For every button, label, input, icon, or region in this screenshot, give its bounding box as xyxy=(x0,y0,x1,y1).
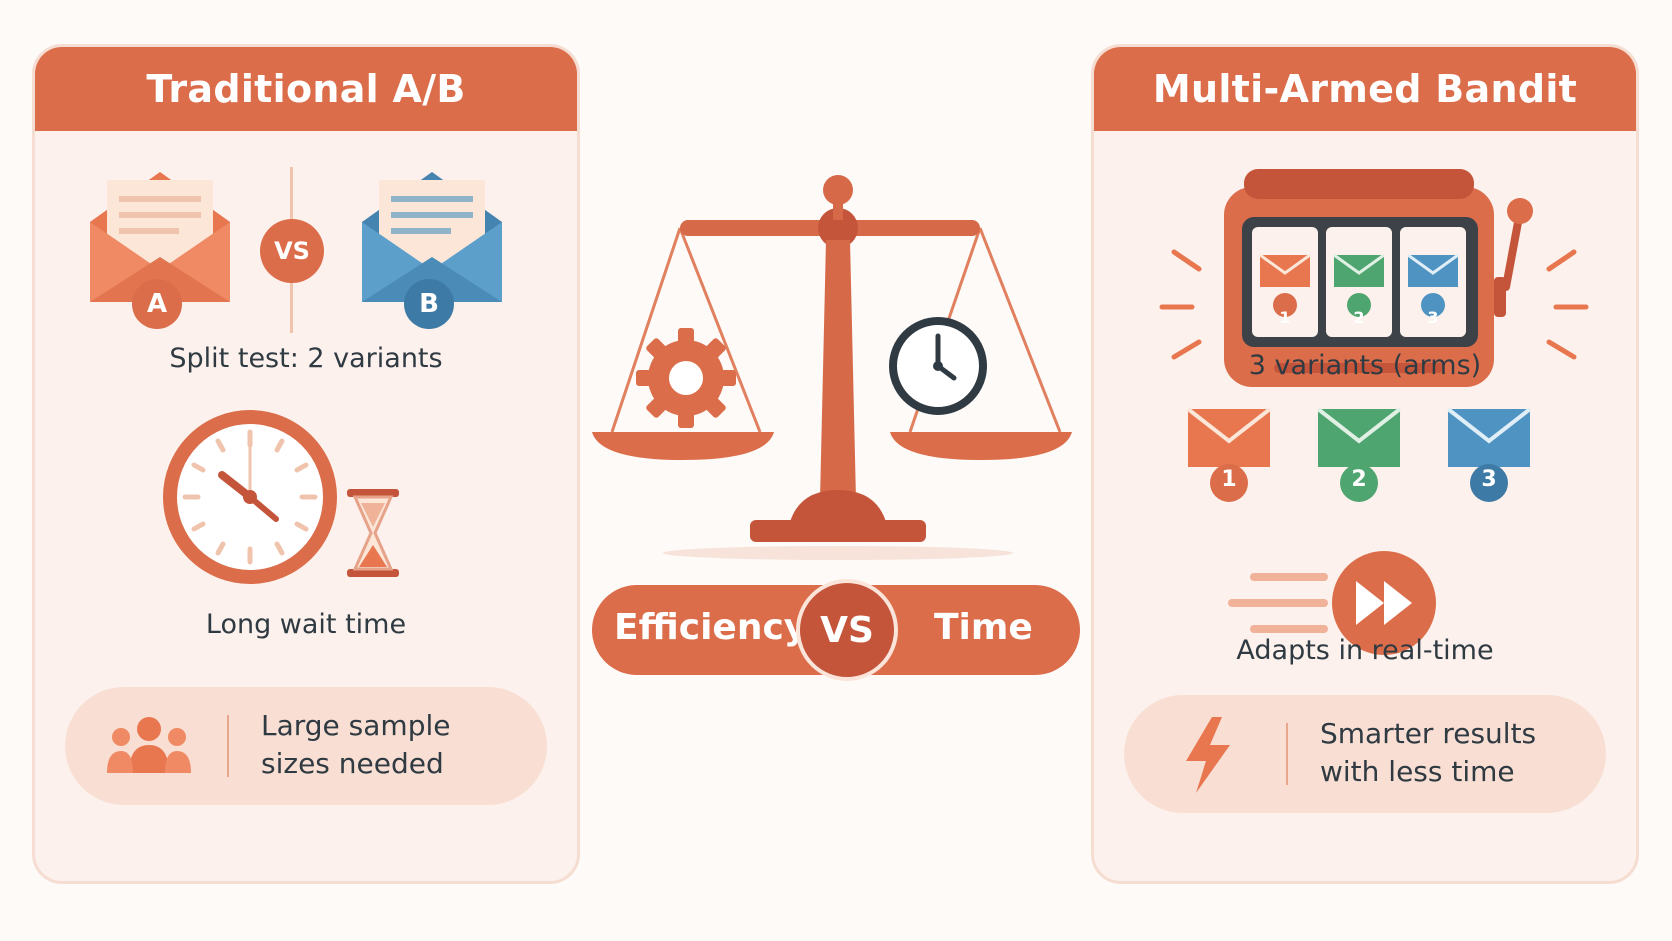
envelope-1-icon xyxy=(1186,407,1272,502)
info-divider xyxy=(227,715,229,777)
arm-2-label: 2 xyxy=(1351,467,1367,492)
clock-icon xyxy=(889,317,987,415)
arm-3-label: 3 xyxy=(1481,467,1497,492)
panel-title: Multi-Armed Bandit xyxy=(1094,47,1636,131)
slot-arm-3: 3 xyxy=(1427,308,1439,327)
traditional-ab-panel: Traditional A/B A VS B Split test: 2 var… xyxy=(32,44,580,884)
variants-caption: 3 variants (arms) xyxy=(1248,350,1482,381)
arm-1-label: 1 xyxy=(1221,467,1237,492)
spark-lines xyxy=(1159,249,1589,360)
sample-size-info-box: Large sample sizes needed xyxy=(65,687,547,805)
envelope-b-icon xyxy=(362,172,502,302)
envelope-2-icon xyxy=(1316,407,1402,502)
info-line-1: Smarter results xyxy=(1320,717,1537,750)
fast-forward-icon xyxy=(1228,551,1436,655)
wait-time-caption: Long wait time xyxy=(205,609,407,640)
info-line-2: sizes needed xyxy=(261,747,444,780)
smarter-results-info-box: Smarter results with less time xyxy=(1124,695,1606,813)
variant-a-badge: A xyxy=(132,279,182,329)
center-vs-badge: VS xyxy=(796,579,898,681)
people-icon xyxy=(107,717,191,773)
slot-arm-2: 2 xyxy=(1353,308,1365,327)
variant-b-badge: B xyxy=(404,279,454,329)
gear-icon xyxy=(636,328,736,428)
smarter-results-text: Smarter results with less time xyxy=(1320,715,1590,791)
slot-machine-icon xyxy=(1224,169,1533,387)
lightning-icon xyxy=(1186,717,1230,793)
time-label: Time xyxy=(934,607,1033,648)
hourglass-icon xyxy=(347,489,399,577)
envelope-3-icon xyxy=(1446,407,1532,502)
slot-arm-1: 1 xyxy=(1279,308,1291,327)
info-line-2: with less time xyxy=(1320,755,1515,788)
split-test-caption: Split test: 2 variants xyxy=(169,343,443,374)
clock-icon xyxy=(163,410,337,584)
multi-armed-bandit-panel: Multi-Armed Bandit xyxy=(1091,44,1639,884)
panel-title: Traditional A/B xyxy=(35,47,577,131)
envelope-a-icon xyxy=(90,172,230,302)
balance-scale-icon xyxy=(592,175,1072,560)
vs-badge: VS xyxy=(260,219,324,283)
sample-size-text: Large sample sizes needed xyxy=(261,707,531,783)
adapts-caption: Adapts in real-time xyxy=(1236,635,1494,666)
info-line-1: Large sample xyxy=(261,709,451,742)
info-divider xyxy=(1286,723,1288,785)
efficiency-label: Efficiency xyxy=(614,607,808,648)
